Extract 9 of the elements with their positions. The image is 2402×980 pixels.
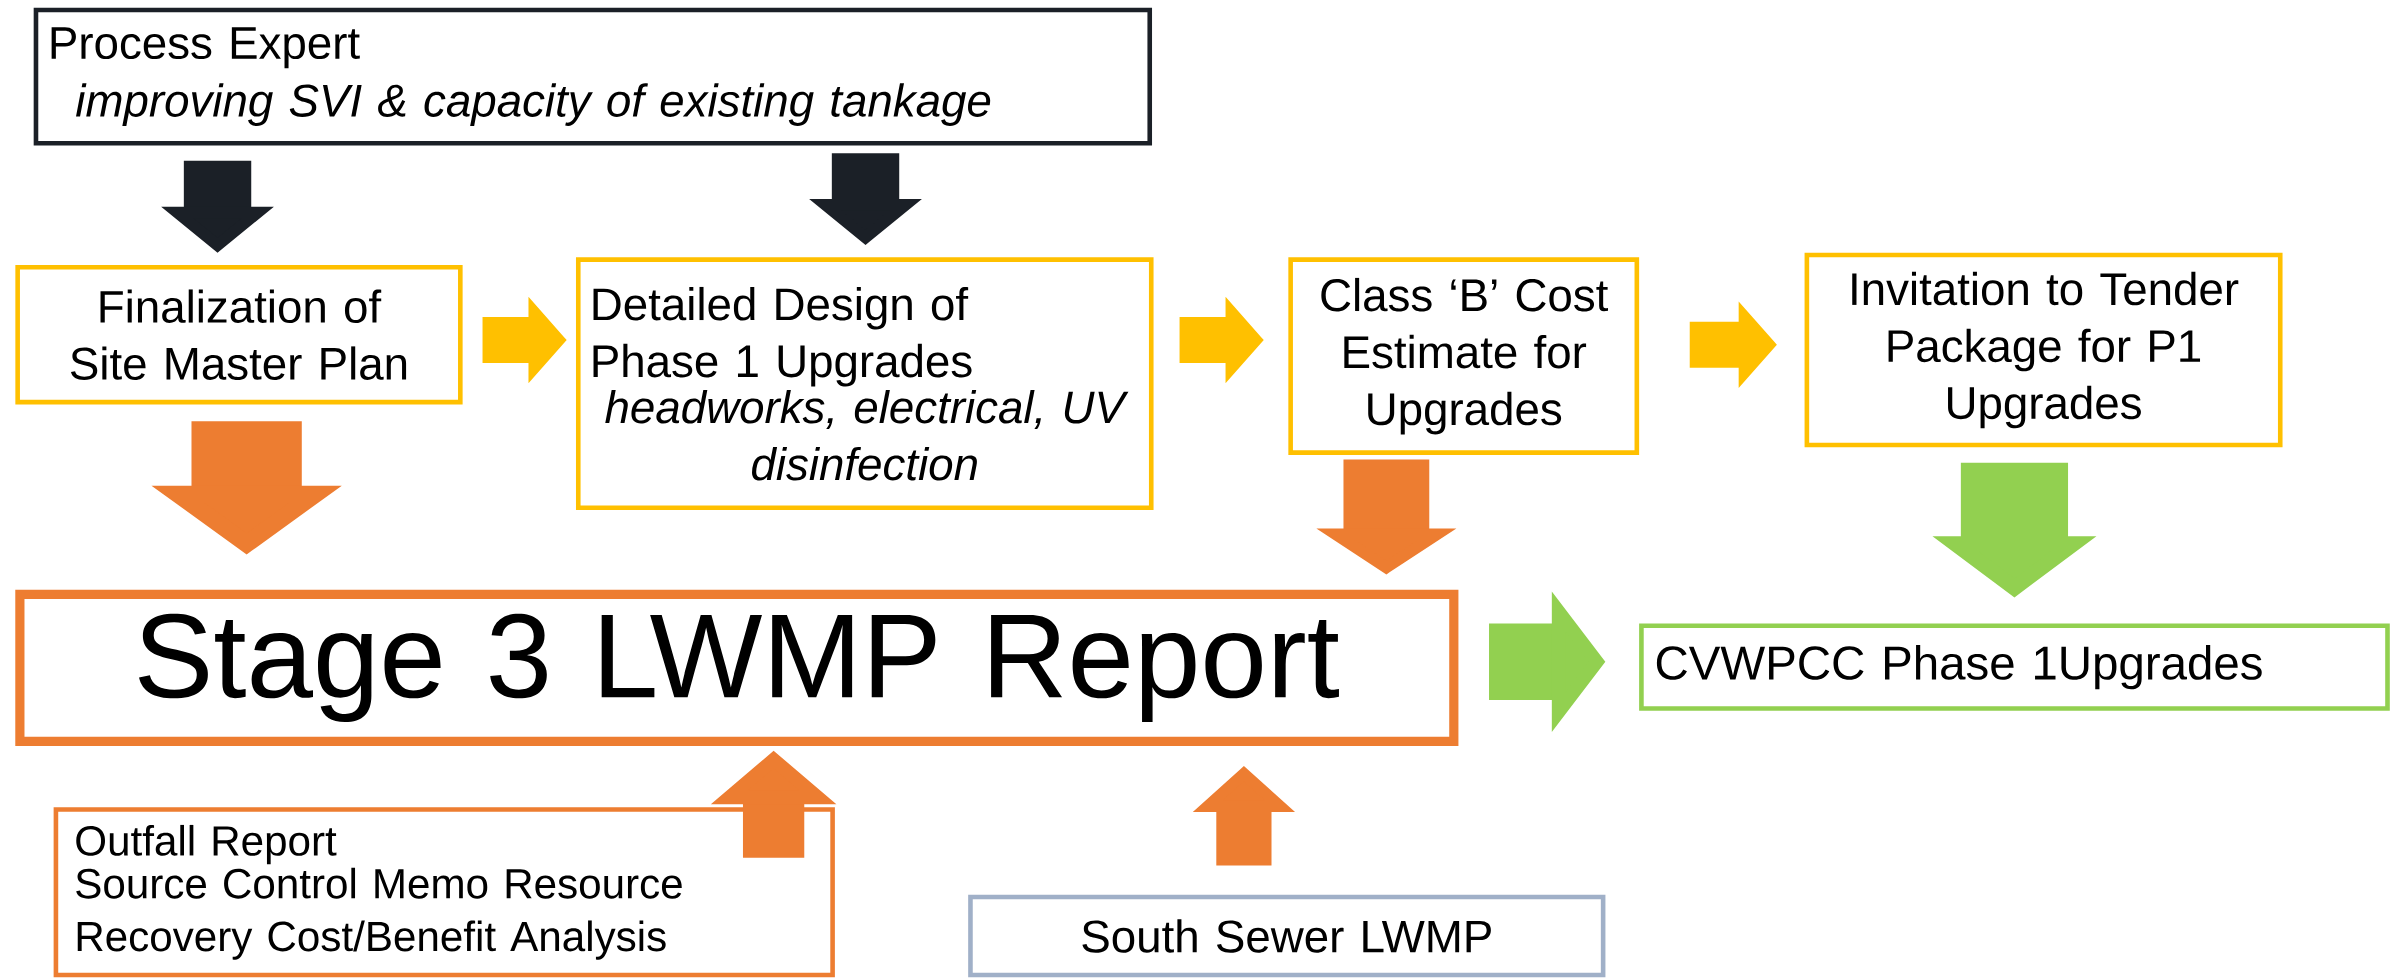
process-box: Outfall Report Source Control Memo Resource Recovery Cost/Benefit Analysis — [53, 807, 835, 978]
process-box: Process Expert improving SVI & capacity of existing tankage — [33, 7, 1153, 146]
process-box: Finalization of Site Master Plan — [15, 264, 463, 405]
process-box: Invitation to Tender Package for P1 Upgrades — [1804, 252, 2283, 448]
process-box: Class ‘B’ Cost Estimate for Upgrades — [1288, 257, 1640, 455]
process-box: Detailed Design of Phase 1 Upgrades headworks, electrical, UV disinfection — [576, 257, 1154, 510]
report-box: Stage 3 LWMP Report — [15, 589, 1459, 746]
process-box: South Sewer LWMP — [968, 894, 1606, 978]
process-box: CVWPCC Phase 1Upgrades — [1639, 623, 2390, 711]
